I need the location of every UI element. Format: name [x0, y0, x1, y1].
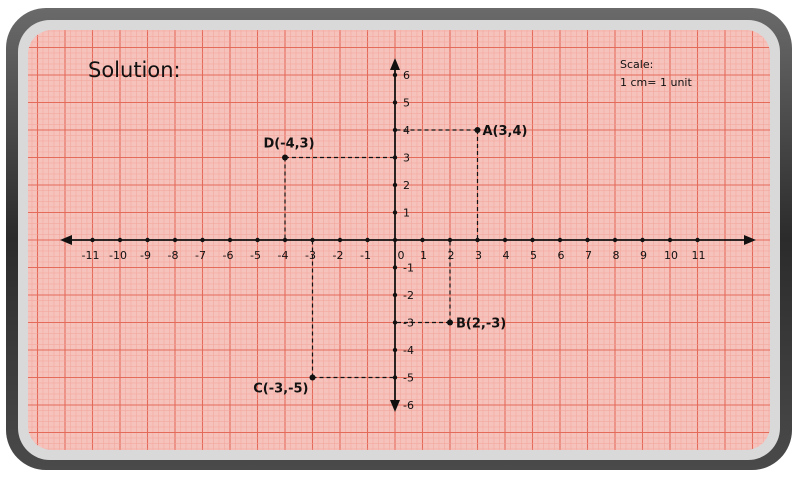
- scale-note: Scale: 1 cm= 1 unit: [620, 56, 692, 92]
- x-axis-left-arrow: [60, 235, 72, 245]
- x-tick-mark: [667, 237, 673, 243]
- dashed-guide-lines: [284, 129, 479, 379]
- x-tick-label: 10: [664, 249, 678, 262]
- y-tick-label: 5: [403, 97, 410, 110]
- x-tick-label: -10: [109, 249, 127, 262]
- y-tick-label: -6: [403, 399, 414, 412]
- x-tick-mark: [585, 237, 590, 243]
- y-tick-label: -2: [403, 289, 414, 302]
- x-tick-mark: [557, 237, 563, 243]
- x-tick-label: 3: [475, 249, 482, 262]
- x-tick-label: -11: [82, 249, 100, 262]
- x-tick-mark: [145, 237, 150, 243]
- y-tick-mark: [392, 402, 398, 408]
- x-tick-mark: [695, 237, 700, 243]
- x-tick-mark: [310, 237, 315, 243]
- x-tick-mark: [90, 237, 95, 243]
- point-label: A(3,4): [483, 124, 528, 139]
- x-tick-mark: [447, 237, 453, 243]
- x-tick-mark: [117, 237, 123, 243]
- x-tick-label: 11: [692, 249, 706, 262]
- x-tick-mark: [227, 237, 233, 243]
- y-tick-mark: [392, 100, 398, 105]
- y-tick-label: -4: [403, 344, 414, 357]
- x-tick-mark: [282, 237, 288, 243]
- y-tick-mark: [392, 155, 398, 160]
- x-tick-label: -1: [360, 249, 371, 262]
- x-tick-mark: [640, 237, 645, 243]
- x-tick-label: -6: [223, 249, 234, 262]
- x-tick-mark: [475, 237, 480, 243]
- y-tick-label: 3: [403, 152, 410, 165]
- x-tick-label: 8: [613, 249, 620, 262]
- x-tick-label: 9: [640, 249, 647, 262]
- y-tick-mark: [392, 127, 398, 133]
- x-tick-mark: [612, 237, 618, 243]
- y-tick-mark: [392, 375, 398, 380]
- x-tick-mark: [365, 237, 370, 243]
- x-tick-label: 0: [398, 249, 405, 262]
- y-tick-label: -5: [403, 372, 414, 385]
- x-tick-mark: [337, 237, 343, 243]
- x-tick-label: 4: [503, 249, 510, 262]
- x-axis-right-arrow: [744, 235, 756, 245]
- point-label: B(2,-3): [456, 317, 506, 332]
- y-tick-label: 1: [403, 207, 410, 220]
- x-tick-label: -5: [250, 249, 261, 262]
- x-tick-mark: [200, 237, 205, 243]
- x-tick-label: 6: [558, 249, 565, 262]
- y-tick-mark: [392, 347, 398, 353]
- point-label: D(-4,3): [263, 137, 314, 152]
- plotted-points: A(3,4) B(2,-3) C(-3,-5) D(-4,3): [253, 124, 527, 397]
- y-tick-label: -1: [403, 262, 414, 275]
- x-tick-mark: [530, 237, 535, 243]
- x-tick-mark: [502, 237, 508, 243]
- y-tick-mark: [392, 292, 398, 298]
- scale-value: 1 cm= 1 unit: [620, 76, 692, 89]
- solution-title: Solution:: [88, 58, 181, 82]
- point-marker: [282, 154, 288, 161]
- y-axis-top-arrow: [390, 58, 400, 70]
- x-tick-label: -2: [333, 249, 344, 262]
- y-tick-mark: [392, 265, 398, 270]
- x-tick-mark: [172, 237, 178, 243]
- x-tick-label: -9: [140, 249, 151, 262]
- x-tick-label: 7: [585, 249, 592, 262]
- y-tick-label: 2: [403, 179, 410, 192]
- x-tick-mark: [255, 237, 260, 243]
- point-label: C(-3,-5): [253, 382, 308, 397]
- y-tick-mark: [392, 72, 398, 78]
- x-tick-label: -7: [195, 249, 206, 262]
- y-tick-mark: [392, 320, 398, 325]
- y-tick-mark: [392, 182, 398, 188]
- y-tick-mark: [392, 210, 398, 215]
- x-tick-mark: [392, 237, 398, 243]
- scale-label: Scale:: [620, 58, 654, 71]
- point-marker: [474, 127, 481, 133]
- x-tick-label: 2: [448, 249, 455, 262]
- y-tick-label: -3: [403, 317, 414, 330]
- x-tick-label: 5: [530, 249, 537, 262]
- y-tick-label: 6: [403, 69, 410, 82]
- x-tick-label: -3: [305, 249, 316, 262]
- point-marker: [309, 374, 316, 381]
- x-tick-mark: [420, 237, 425, 243]
- point-marker: [447, 319, 453, 326]
- x-tick-label: -8: [168, 249, 179, 262]
- x-tick-label: 1: [420, 249, 427, 262]
- x-tick-label: -4: [278, 249, 289, 262]
